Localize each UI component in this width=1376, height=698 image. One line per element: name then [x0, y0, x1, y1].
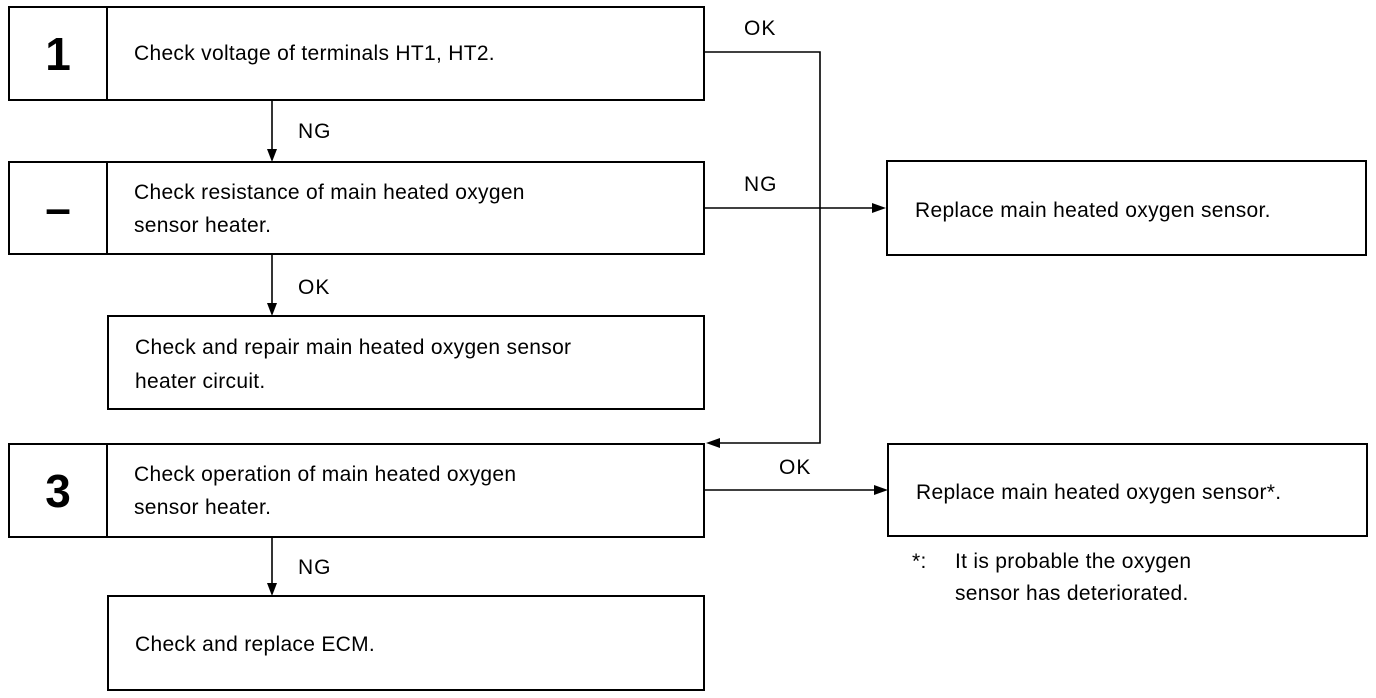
step-3-box: 3 Check operation of main heated oxygen …	[8, 443, 705, 538]
step-1-number: 1	[10, 8, 108, 99]
label-step-1-ng: NG	[298, 120, 332, 143]
arrowhead	[706, 438, 720, 448]
step-1-box: 1 Check voltage of terminals HT1, HT2.	[8, 6, 705, 101]
label-step-2-ng: NG	[744, 173, 778, 196]
step-3-text-line2: sensor heater.	[134, 496, 272, 519]
label-step-1-ok: OK	[744, 17, 777, 40]
arrowhead	[267, 583, 277, 596]
label-step-3-ng: NG	[298, 556, 332, 579]
footnote-line2: sensor has deteriorated.	[955, 582, 1189, 605]
arrowhead	[872, 203, 886, 213]
step-2-box: – Check resistance of main heated oxygen…	[8, 161, 705, 255]
result-2-box: Replace main heated oxygen sensor*.	[887, 443, 1368, 537]
arrowhead	[874, 485, 888, 495]
step-3b-text: Check and replace ECM.	[135, 633, 376, 656]
step-2b-box: Check and repair main heated oxygen sens…	[107, 315, 705, 410]
step-2-number: –	[10, 163, 108, 253]
footnote-line1: It is probable the oxygen	[955, 550, 1192, 573]
step-3-text-line1: Check operation of main heated oxygen	[134, 463, 517, 486]
footnote-marker: *:	[912, 550, 927, 573]
step-2-text-line1: Check resistance of main heated oxygen	[134, 181, 525, 204]
label-step-2-ok: OK	[298, 276, 331, 299]
step-1-text: Check voltage of terminals HT1, HT2.	[134, 42, 495, 65]
arrowhead	[267, 149, 277, 162]
result-1-box: Replace main heated oxygen sensor.	[886, 160, 1367, 256]
label-step-3-ok: OK	[779, 456, 812, 479]
result-2-text: Replace main heated oxygen sensor*.	[916, 481, 1282, 504]
step-2-text-line2: sensor heater.	[134, 214, 272, 237]
step-3-number: 3	[10, 445, 108, 536]
step-2b-text-line2: heater circuit.	[135, 370, 266, 393]
step-3b-box: Check and replace ECM.	[107, 595, 705, 691]
step-2b-text-line1: Check and repair main heated oxygen sens…	[135, 336, 572, 359]
arrowhead	[267, 303, 277, 316]
result-1-text: Replace main heated oxygen sensor.	[915, 199, 1271, 222]
